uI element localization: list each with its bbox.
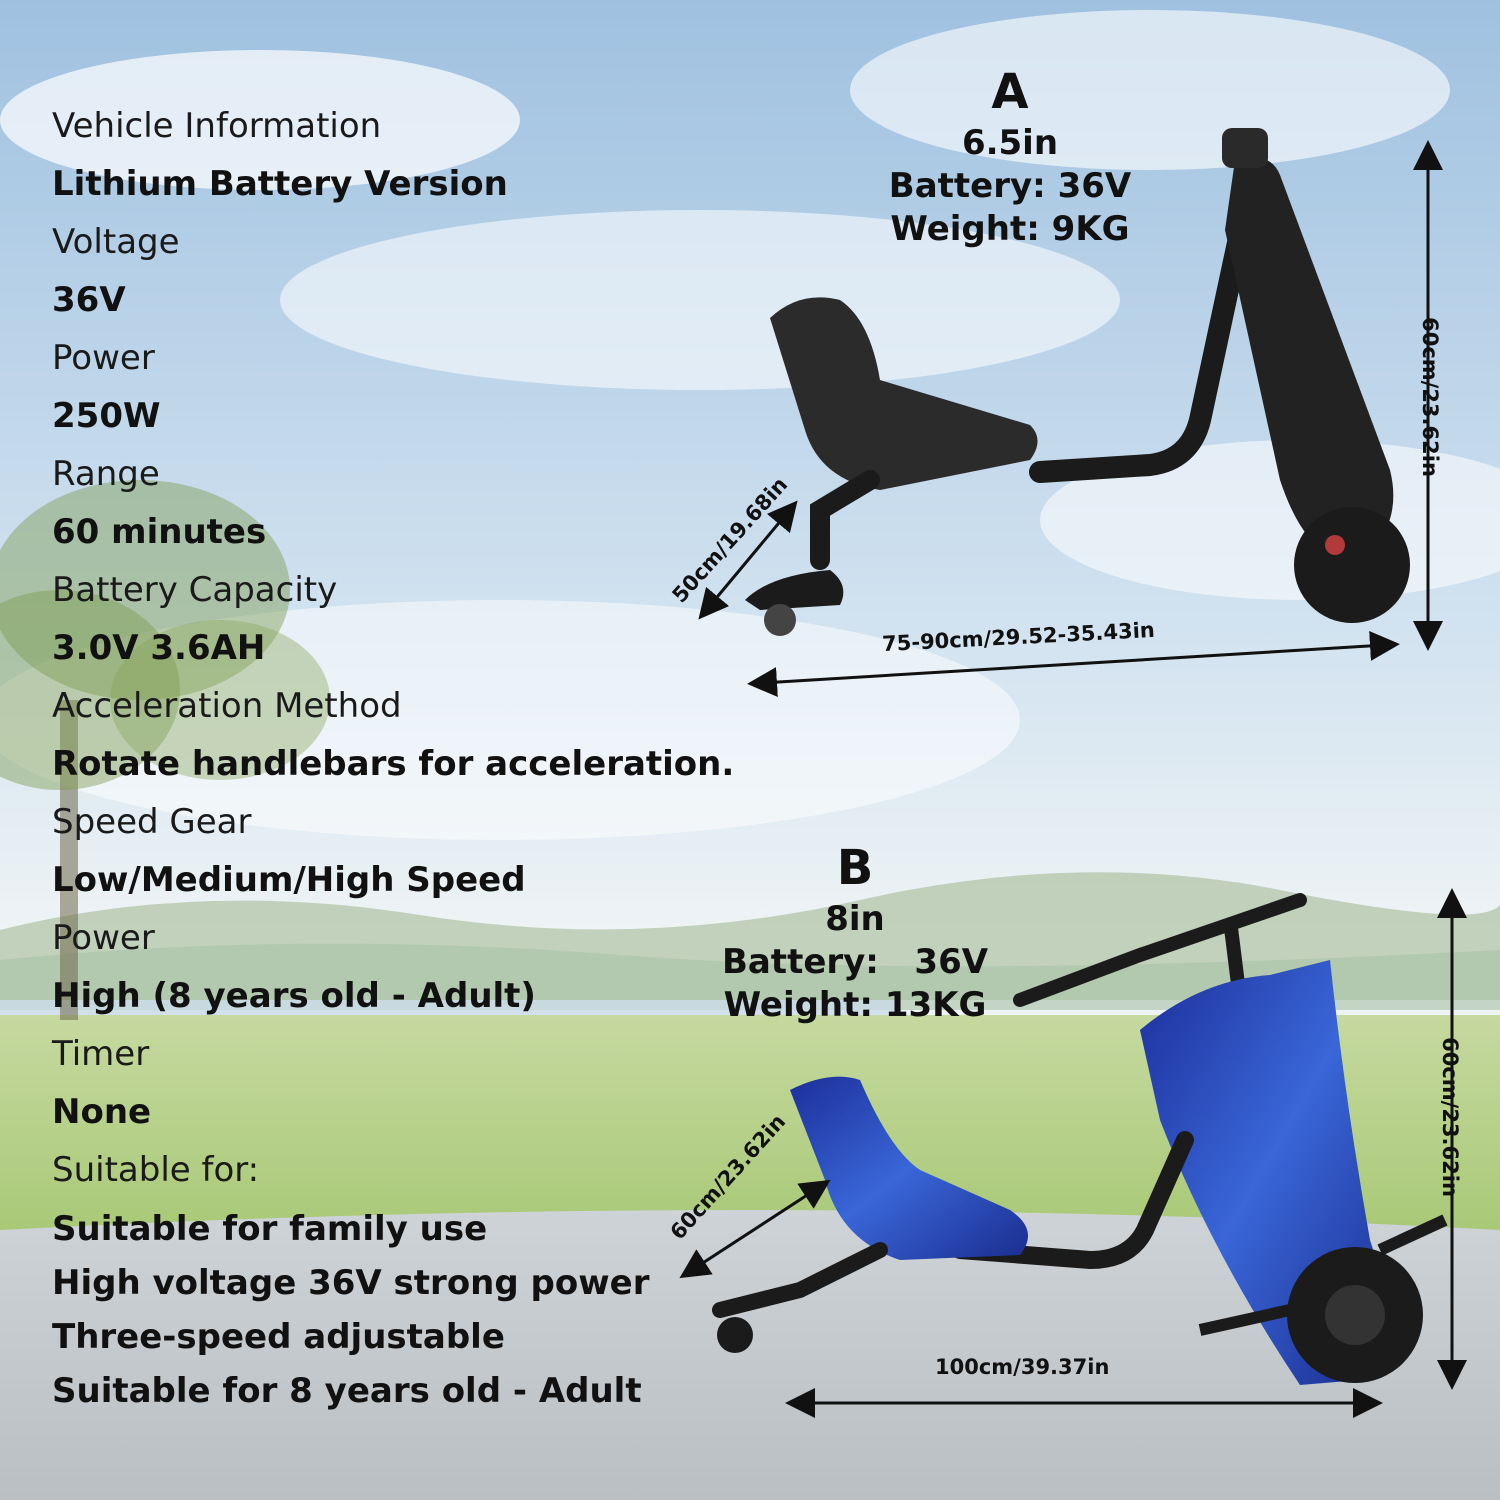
spec-label: Acceleration Method [52, 686, 402, 726]
suitable-item: High voltage 36V strong power [52, 1263, 650, 1303]
model-b-letter: B [836, 840, 874, 896]
spec-label: Vehicle Information [52, 106, 382, 146]
spec-item: Acceleration Method Rotate handlebars fo… [52, 680, 752, 796]
spec-label: Power [52, 338, 155, 378]
spec-label: Speed Gear [52, 802, 252, 842]
model-a-wheel: 6.5in [961, 123, 1059, 163]
spec-value: High (8 years old - Adult) [52, 976, 536, 1016]
suitable-section: Suitable for: Suitable for family use Hi… [52, 1144, 752, 1418]
model-b-weight: Weight: 13KG [723, 985, 987, 1025]
spec-item: Range 60 minutes [52, 448, 752, 564]
dim-arrow-b-depth [679, 1179, 831, 1279]
dim-arrow-a-depth [698, 500, 798, 620]
spec-label: Voltage [52, 222, 180, 262]
spec-item: Power 250W [52, 332, 752, 448]
spec-item: Timer None [52, 1028, 752, 1144]
spec-item: Power High (8 years old - Adult) [52, 912, 752, 1028]
model-b-header: B 8in Battery: 36V Weight: 13KG [710, 838, 1000, 1027]
dim-label-b-width: 100cm/39.37in [935, 1355, 1110, 1379]
spec-value: Low/Medium/High Speed [52, 860, 526, 900]
spec-value: Lithium Battery Version [52, 164, 508, 204]
model-a-battery: Battery: 36V [888, 166, 1132, 206]
spec-label: Timer [52, 1034, 150, 1074]
spec-item: Vehicle Information Lithium Battery Vers… [52, 100, 752, 216]
spec-list: Vehicle Information Lithium Battery Vers… [52, 100, 752, 1418]
spec-value: 3.0V 3.6AH [52, 628, 266, 668]
spec-value: 60 minutes [52, 512, 267, 552]
dim-arrow-a-width [747, 630, 1400, 698]
spec-label: Battery Capacity [52, 570, 338, 610]
model-a-header: A 6.5in Battery: 36V Weight: 9KG [860, 62, 1160, 251]
spec-label: Range [52, 454, 160, 494]
model-a-letter: A [991, 64, 1029, 120]
suitable-label: Suitable for: [52, 1150, 260, 1190]
spec-value: 36V [52, 280, 126, 320]
spec-value: None [52, 1092, 152, 1132]
suitable-item: Suitable for 8 years old - Adult [52, 1371, 642, 1411]
scooter-b-image [712, 893, 1448, 1385]
spec-value: Rotate handlebars for acceleration. [52, 744, 735, 784]
suitable-item: Three-speed adjustable [52, 1317, 505, 1357]
spec-item: Voltage 36V [52, 216, 752, 332]
suitable-item: Suitable for family use [52, 1209, 488, 1249]
dim-label-a-height: 60cm/23.62in [1417, 317, 1442, 477]
spec-item: Speed Gear Low/Medium/High Speed [52, 796, 752, 912]
model-a-weight: Weight: 9KG [890, 209, 1130, 249]
spec-item: Battery Capacity 3.0V 3.6AH [52, 564, 752, 680]
scooter-a-image [745, 128, 1410, 636]
dim-label-b-height: 60cm/23.62in [1437, 1037, 1462, 1197]
model-b-battery: Battery: 36V [721, 942, 989, 982]
spec-value: 250W [52, 396, 161, 436]
model-b-wheel: 8in [825, 899, 885, 939]
spec-label: Power [52, 918, 155, 958]
